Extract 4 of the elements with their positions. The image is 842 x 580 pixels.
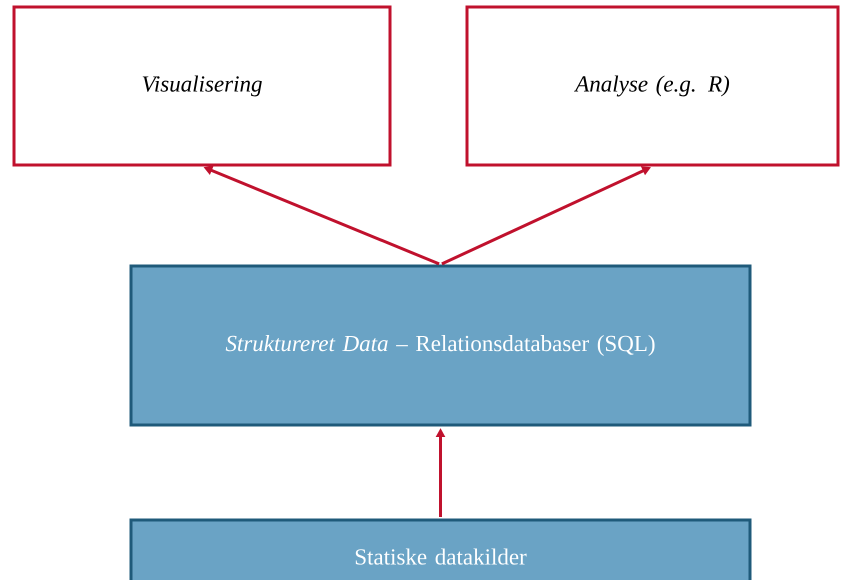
output-box: Analyse (e.g. R)	[466, 6, 840, 166]
database-box: Struktureret Data – Relationsdatabaser (SQL)	[130, 264, 752, 426]
source-box: Statiske datakilder	[130, 518, 752, 580]
output-box: Visualisering	[12, 6, 392, 166]
